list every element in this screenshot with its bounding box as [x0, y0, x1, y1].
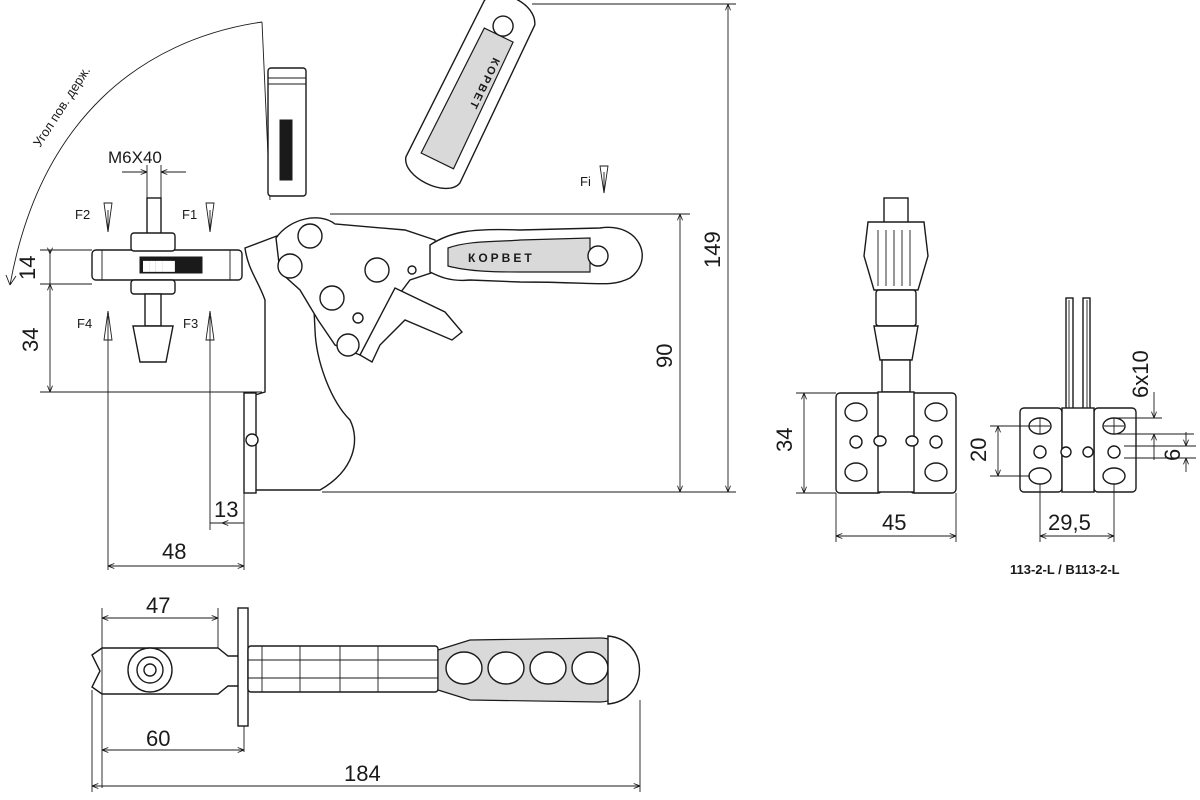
side-dimensions: 14 34 90 149 13 48 [15, 3, 736, 570]
dim-6x10: 6x10 [1128, 350, 1153, 398]
thread-label: M6X40 [108, 148, 162, 167]
top-view [91, 607, 641, 727]
front-view [835, 197, 957, 494]
dim-34-front: 34 [772, 428, 797, 452]
dim-13: 13 [214, 497, 238, 522]
handle-raised: КОРВЕТ [405, 0, 536, 190]
dim-14: 14 [15, 256, 40, 280]
dim-45: 45 [882, 510, 906, 535]
dim-29-5: 29,5 [1048, 510, 1091, 535]
front-dimensions: 34 45 [772, 392, 957, 542]
dim-48: 48 [162, 539, 186, 564]
dim-34-side: 34 [18, 328, 43, 352]
dim-184: 184 [344, 761, 381, 786]
lever-raised-tab [267, 67, 307, 197]
f1-label: F1 [182, 207, 197, 222]
top-dimensions: 47 60 184 [91, 593, 641, 792]
dim-20: 20 [966, 438, 991, 462]
arm-label: █████ [143, 260, 176, 272]
f3-label: F3 [183, 316, 198, 331]
model-label: 113-2-L / B113-2-L [1010, 562, 1120, 577]
dim-90: 90 [652, 344, 677, 368]
dim-60: 60 [146, 726, 170, 751]
dim-47: 47 [146, 593, 170, 618]
base-plate-view [1019, 297, 1137, 493]
side-view: КОРВЕТ █████ [91, 197, 643, 494]
base-plate-dimensions: 6x10 20 6 29,5 113-2-L / B113-2-L [966, 350, 1196, 577]
thread-callout: M6X40 [108, 148, 186, 198]
dim-6: 6 [1160, 449, 1185, 461]
f4-label: F4 [77, 316, 92, 331]
fi-label: Fi [580, 174, 591, 189]
angle-label: Угол пов. держ. [30, 63, 93, 149]
dim-149: 149 [700, 231, 725, 268]
f2-label: F2 [75, 207, 90, 222]
handle-brand: КОРВЕТ [468, 251, 535, 265]
